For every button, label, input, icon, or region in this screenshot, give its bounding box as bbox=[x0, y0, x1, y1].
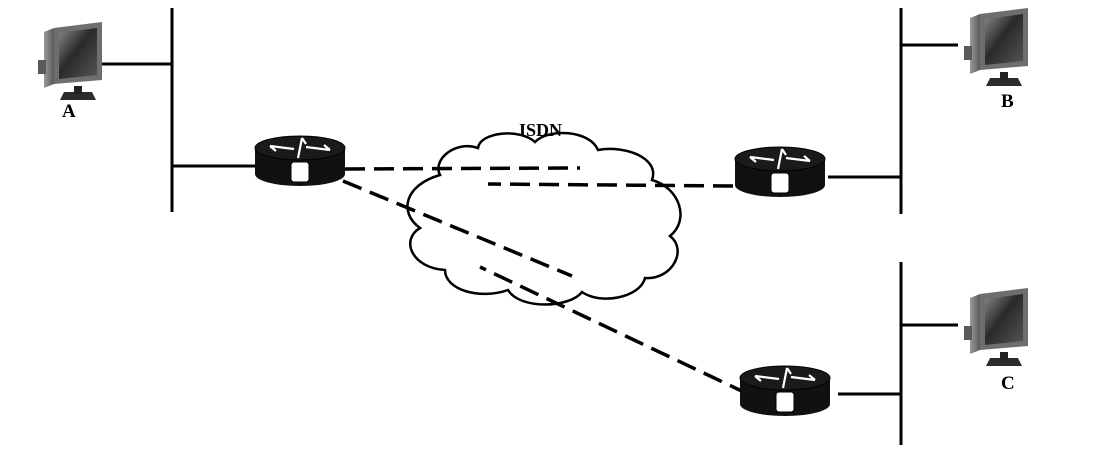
isdn-links bbox=[342, 166, 749, 396]
isdn-link-b-a bbox=[487, 182, 734, 188]
host-label-b: B bbox=[1001, 91, 1014, 112]
host-label-c: C bbox=[1001, 373, 1015, 394]
pc-host-b bbox=[964, 8, 1028, 86]
cloud-label: ISDN bbox=[519, 120, 562, 140]
isdn-cloud bbox=[406, 131, 682, 306]
router-c bbox=[738, 364, 832, 418]
isdn-link-a-c bbox=[342, 179, 573, 278]
isdn-link-a-b bbox=[344, 166, 581, 171]
lan-segments bbox=[100, 8, 958, 445]
pc-host-a bbox=[38, 22, 102, 100]
host-label-a: A bbox=[62, 101, 76, 122]
pc-host-c bbox=[964, 288, 1028, 366]
isdn-link-c-a bbox=[479, 265, 749, 396]
router-left bbox=[253, 134, 347, 188]
router-b bbox=[733, 145, 827, 199]
